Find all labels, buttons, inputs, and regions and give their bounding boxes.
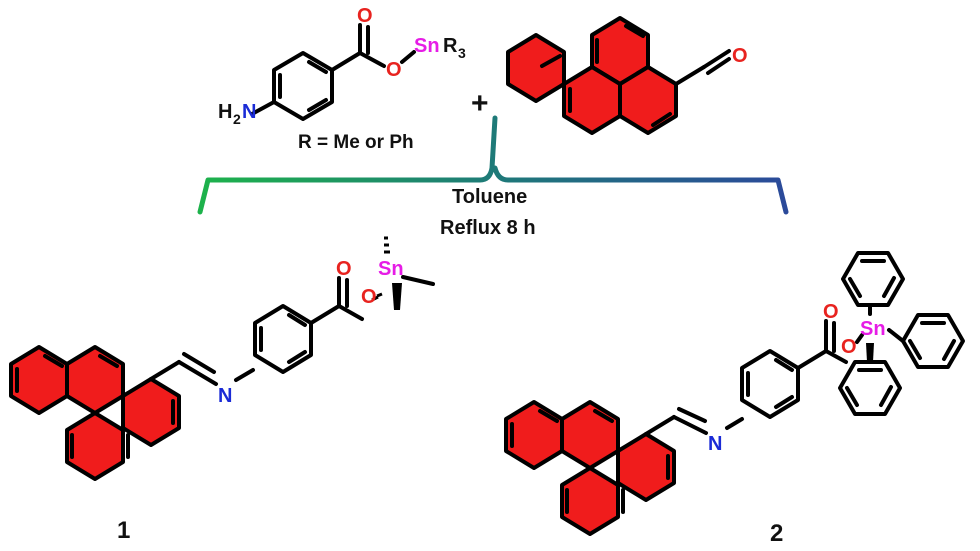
reactant-r-subscript: 3 (458, 45, 466, 61)
reactant-amine-n: N (242, 101, 256, 123)
product-2-tin: Sn (860, 318, 886, 340)
reactant-carbonyl-oxygen: O (357, 5, 373, 27)
product-2-label: 2 (770, 520, 783, 547)
r-definition: R = Me or Ph (298, 132, 414, 153)
reaction-bracket (197, 115, 789, 215)
product-2-structure (504, 251, 965, 536)
reactant-amine-h: H (218, 101, 232, 123)
product-1-tin: Sn (378, 258, 404, 280)
condition-solvent: Toluene (452, 186, 527, 208)
reactant-pyrene-aldehyde (506, 16, 731, 135)
plus-sign: + (471, 87, 489, 120)
product-2-carbonyl-o: O (823, 301, 839, 323)
product-1-carbonyl-o: O (336, 258, 352, 280)
reactant-amine-sub: 2 (233, 111, 241, 127)
reactant-r-group: R (443, 35, 458, 57)
reactant-aminobenzoate (250, 23, 416, 121)
product-1-imine-n: N (218, 385, 232, 407)
product-2-imine-n: N (708, 433, 722, 455)
product-1-label: 1 (117, 517, 130, 544)
aldehyde-oxygen: O (732, 45, 748, 67)
product-1-structure (9, 236, 435, 481)
product-1-ester-o: O (361, 286, 377, 308)
condition-heating: Reflux 8 h (440, 217, 536, 239)
reactant-tin: Sn (414, 35, 440, 57)
reactant-ester-oxygen: O (386, 59, 402, 81)
product-2-ester-o: O (841, 336, 857, 358)
